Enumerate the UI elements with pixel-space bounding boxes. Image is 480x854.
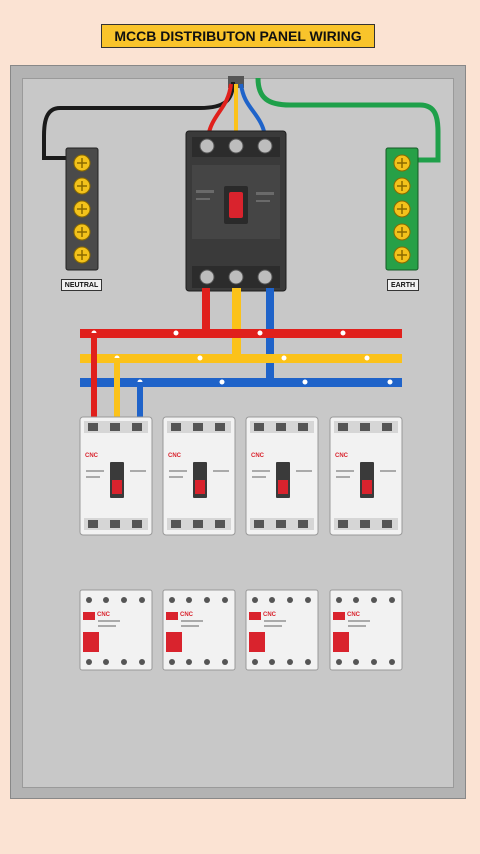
neutral-bar	[65, 147, 99, 271]
terminal-screw	[73, 177, 91, 195]
red-busbar	[80, 329, 402, 338]
feeder-mccb-2: CNC	[162, 416, 236, 536]
feeder-mccb-1: CNC	[79, 416, 153, 536]
main-mccb	[185, 130, 287, 292]
feeder-yellow-drop	[114, 358, 120, 421]
rccb-3: CNC	[245, 589, 319, 671]
rccb-toggle	[249, 632, 265, 652]
mccb-toggle	[362, 480, 372, 494]
test-button	[249, 612, 261, 620]
brand-logo: CNC	[263, 612, 277, 618]
terminal-screw	[393, 200, 411, 218]
brand-logo: CNC	[347, 612, 361, 618]
mccb-toggle	[112, 480, 122, 494]
yellow-riser	[232, 288, 241, 358]
mccb-toggle	[195, 480, 205, 494]
earth-label: EARTH	[387, 279, 419, 291]
brand-logo: CNC	[85, 453, 99, 459]
terminal-screw	[393, 177, 411, 195]
feeder-blue-drop	[137, 382, 143, 421]
rccb-2: CNC	[162, 589, 236, 671]
neutral-label: NEUTRAL	[61, 279, 102, 291]
terminal-screw	[73, 246, 91, 264]
blue-busbar	[80, 378, 402, 387]
feeder-mccb-4: CNC	[329, 416, 403, 536]
earth-bar	[385, 147, 419, 271]
rccb-toggle	[333, 632, 349, 652]
page-title: MCCB DISTRIBUTON PANEL WIRING	[101, 24, 375, 48]
brand-logo: CNC	[97, 612, 111, 618]
mccb-toggle	[278, 480, 288, 494]
terminal-screw	[393, 223, 411, 241]
feeder-red-drop	[91, 333, 97, 421]
test-button	[333, 612, 345, 620]
red-riser	[202, 288, 210, 334]
terminal-screw	[73, 154, 91, 172]
rccb-1: CNC	[79, 589, 153, 671]
terminal-screw	[393, 154, 411, 172]
brand-logo: CNC	[251, 453, 265, 459]
brand-logo: CNC	[335, 453, 349, 459]
rccb-toggle	[166, 632, 182, 652]
yellow-busbar	[80, 354, 402, 363]
rccb-toggle	[83, 632, 99, 652]
test-button	[166, 612, 178, 620]
terminal-screw	[73, 200, 91, 218]
brand-logo: CNC	[180, 612, 194, 618]
brand-logo: CNC	[168, 453, 182, 459]
rccb-4: CNC	[329, 589, 403, 671]
terminal-screw	[393, 246, 411, 264]
feeder-mccb-3: CNC	[245, 416, 319, 536]
test-button	[83, 612, 95, 620]
earth-wire	[255, 77, 441, 163]
mccb-toggle	[229, 192, 243, 218]
terminal-screw	[73, 223, 91, 241]
